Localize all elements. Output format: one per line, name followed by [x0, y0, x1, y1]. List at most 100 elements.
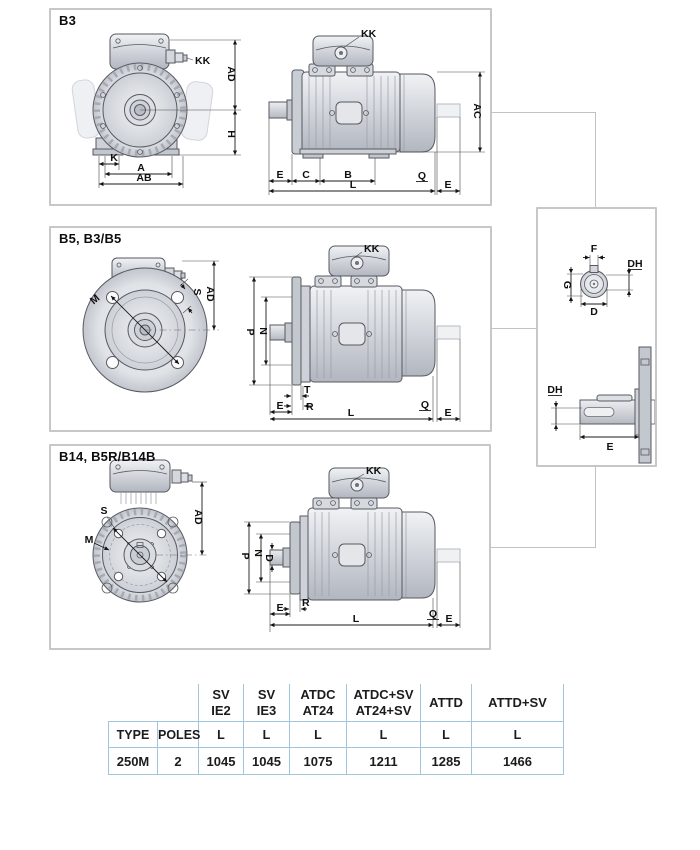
- b3-dim-k: K: [110, 152, 118, 164]
- b3-front-view: KK AD H K A AB: [71, 33, 241, 188]
- b14-dim-kk: KK: [366, 465, 382, 477]
- cell-type: 250M: [108, 747, 158, 775]
- col-group-attd: ATTD: [420, 684, 472, 722]
- panel-title-b5: B5, B3/B5: [59, 231, 122, 246]
- col-group-sv-ie2: SV IE2: [198, 684, 244, 722]
- group-atdc-sv-line1: ATDC+SV: [353, 686, 414, 702]
- b5-dim-p: P: [244, 328, 256, 335]
- connector-middle-horizontal: [492, 328, 536, 329]
- b14-dim-l: L: [353, 613, 360, 625]
- group-atdc-line2: AT24: [302, 702, 334, 718]
- connector-bottom-vertical: [595, 466, 596, 547]
- b5-dim-q: Q: [421, 399, 429, 411]
- panel-b3: B3: [49, 8, 492, 206]
- cell-l-attd: 1285: [420, 747, 472, 775]
- panel-title-b3: B3: [59, 13, 77, 28]
- cell-poles: 2: [157, 747, 199, 775]
- b5-dim-e-front: E: [276, 400, 283, 412]
- dimension-table: SV IE2 SV IE3 ATDC AT24 ATDC+SV AT24+SV …: [108, 684, 564, 775]
- b3-dim-b: B: [344, 169, 352, 181]
- b3-dim-l: L: [350, 179, 357, 191]
- b5-dim-l: L: [348, 407, 355, 419]
- panel-b14: B14, B5R/B14B: [49, 444, 491, 650]
- b5-dim-ad: AD: [204, 286, 216, 302]
- b5-dim-e-rear: E: [444, 407, 451, 419]
- group-attd-line1: ATTD: [429, 694, 463, 710]
- b3-dim-c: C: [302, 169, 310, 181]
- table-header-l-sv-ie2: L: [198, 721, 244, 748]
- connector-bottom-horizontal: [491, 547, 596, 548]
- b14-dim-ad: AD: [192, 509, 204, 525]
- b14-drawing: S M AD: [85, 459, 461, 632]
- cell-l-atdc: 1075: [289, 747, 347, 775]
- group-atdc-line1: ATDC: [300, 686, 336, 702]
- group-sv-ie3-line2: IE3: [256, 702, 277, 718]
- shaft-side-view: DH E: [547, 346, 655, 464]
- col-group-attd-sv: ATTD+SV: [471, 684, 564, 722]
- group-sv-ie2-line2: IE2: [211, 702, 231, 718]
- b14-dim-e-rear: E: [445, 613, 452, 625]
- shaft-dim-d: D: [590, 306, 598, 318]
- b14-dim-n: N: [252, 549, 264, 557]
- table-header-row: TYPE POLES L L L L L L: [108, 721, 564, 748]
- panel-shaft-detail: F DH G D: [536, 207, 657, 467]
- b3-dim-e-rear: E: [444, 179, 451, 191]
- panel-title-b14: B14, B5R/B14B: [59, 449, 156, 464]
- b5-front-view: M S AD: [82, 257, 219, 393]
- connector-top-vertical: [595, 112, 596, 207]
- b14-dim-q: Q: [429, 608, 437, 620]
- cell-l-atdc-sv: 1211: [346, 747, 421, 775]
- table-header-l-sv-ie3: L: [243, 721, 290, 748]
- b5-drawing: M S AD: [82, 243, 461, 422]
- table-header-l-atdc-sv: L: [346, 721, 421, 748]
- b14-front-view: S M AD: [85, 459, 207, 603]
- b3-dim-h: H: [225, 130, 237, 138]
- b3-dim-e-front: E: [276, 169, 283, 181]
- b14-dim-e-front: E: [276, 602, 283, 614]
- shaft-dim-dh-end: DH: [627, 258, 642, 270]
- b3-dim-kk-side: KK: [361, 28, 377, 40]
- connector-top-horizontal: [492, 112, 596, 113]
- b5-dim-kk: KK: [364, 243, 380, 255]
- b14-dim-r: R: [302, 597, 310, 609]
- panel-b5: B5, B3/B5 M: [49, 226, 492, 432]
- group-attd-sv-line1: ATTD+SV: [488, 694, 547, 710]
- b5-dim-s: S: [191, 288, 203, 295]
- cell-l-attd-sv: 1466: [471, 747, 564, 775]
- col-group-atdc-sv: ATDC+SV AT24+SV: [346, 684, 421, 722]
- table-header-type: TYPE: [108, 721, 158, 748]
- b14-side-view: KK P N D R E L Q E: [239, 465, 461, 632]
- b14-dim-d: D: [263, 554, 275, 562]
- b3-dim-a: A: [137, 162, 145, 174]
- b5-dim-r: R: [306, 401, 314, 413]
- b3-drawing: KK AD H K A AB: [71, 28, 485, 195]
- b5-dim-n: N: [257, 327, 269, 335]
- cell-l-sv-ie3: 1045: [243, 747, 290, 775]
- table-header-l-atdc: L: [289, 721, 347, 748]
- table-header-l-attd-sv: L: [471, 721, 564, 748]
- table-group-header-row: SV IE2 SV IE3 ATDC AT24 ATDC+SV AT24+SV …: [109, 684, 564, 722]
- group-atdc-sv-line2: AT24+SV: [355, 702, 412, 718]
- b3-dim-ad: AD: [225, 66, 237, 82]
- shaft-dim-dh-side: DH: [547, 384, 562, 396]
- table-header-poles: POLES: [157, 721, 200, 748]
- table-group-empty: [109, 684, 199, 722]
- b3-dim-ac: AC: [471, 103, 483, 119]
- shaft-detail-drawing: F DH G D: [547, 243, 655, 464]
- shaft-dim-g: G: [561, 281, 573, 289]
- shaft-dim-f: F: [591, 243, 598, 255]
- b5-side-view: KK P N T R E L Q E: [244, 243, 461, 422]
- col-group-atdc-at24: ATDC AT24: [289, 684, 347, 722]
- b14-dim-p: P: [239, 552, 251, 559]
- cell-l-sv-ie2: 1045: [198, 747, 244, 775]
- b3-side-view: KK AC E C B L Q E: [268, 28, 485, 195]
- col-group-sv-ie3: SV IE3: [243, 684, 290, 722]
- b14-dim-s: S: [100, 505, 107, 517]
- b3-dim-q: Q: [418, 170, 426, 182]
- b5-dim-t: T: [304, 384, 311, 396]
- b3-dim-ab: AB: [136, 172, 152, 184]
- group-sv-ie2-line1: SV: [212, 686, 230, 702]
- table-data-row: 250M 2 1045 1045 1075 1211 1285 1466: [108, 747, 564, 775]
- b3-dim-kk-front: KK: [195, 55, 211, 67]
- table-header-l-attd: L: [420, 721, 472, 748]
